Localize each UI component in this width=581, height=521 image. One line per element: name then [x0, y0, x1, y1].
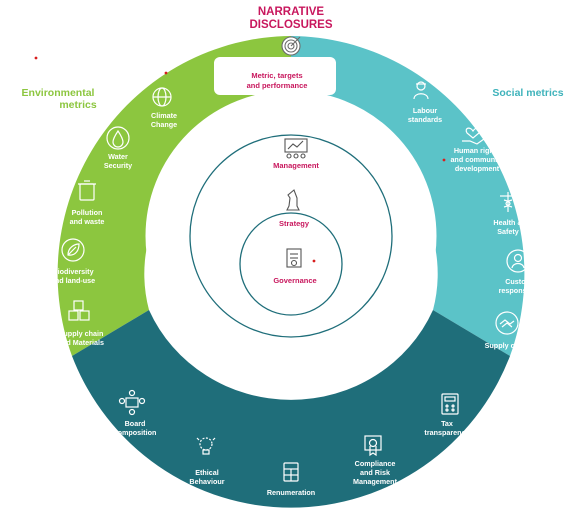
- social-item-supply-chain: Supply chain: [485, 311, 530, 350]
- gov-item-board-line2: composition: [114, 428, 157, 437]
- management-icon: [284, 138, 308, 159]
- gov-item-compliance: Compliance and Risk Management: [353, 435, 398, 486]
- env-item-biodiversity-line2: and land-use: [51, 276, 95, 285]
- social-item-customer-line2: responsibility: [499, 286, 546, 295]
- governance-segment: [72, 310, 510, 508]
- env-item-supply-chain-line2: and Materials: [58, 338, 104, 347]
- core-management-label: Management: [273, 161, 319, 170]
- metric-box-line1: Metric, targets: [251, 71, 302, 80]
- environmental-title-line2: metrics: [59, 99, 97, 111]
- gov-item-renumeration: Renumeration: [267, 462, 315, 497]
- social-item-labour-line2: standards: [408, 115, 442, 124]
- social-item-labour: Labour standards: [408, 81, 442, 124]
- tax-calculator-icon: [441, 393, 459, 415]
- accent-dot: [312, 259, 316, 263]
- env-item-pollution-line2: and waste: [70, 217, 105, 226]
- core-governance-label: Governance: [273, 276, 316, 285]
- social-item-human-rights: Human rights and community development: [450, 127, 504, 173]
- social-item-health: Health & Safety: [493, 192, 523, 236]
- chess-knight-icon: [286, 189, 300, 211]
- env-item-pollution: Pollution and waste: [70, 180, 105, 226]
- accent-dot: [442, 158, 446, 162]
- social-item-human-rights-line1: Human rights: [454, 146, 500, 155]
- header-title-line2: DISCLOSURES: [249, 19, 332, 31]
- gov-item-ethical-line1: Ethical: [195, 468, 219, 477]
- meeting-table-icon: [118, 389, 146, 416]
- env-item-climate-line1: Climate: [151, 111, 177, 120]
- gov-item-compliance-line3: Management: [353, 477, 398, 486]
- social-item-health-line1: Health &: [493, 218, 522, 227]
- strategy-ring: [189, 134, 393, 338]
- env-item-supply-chain-line1: Supply chain: [59, 329, 104, 338]
- caduceus-icon: [500, 192, 516, 212]
- customer-icon: [506, 249, 530, 273]
- lightbulb-icon: [196, 437, 216, 455]
- env-item-water-line1: Water: [108, 152, 128, 161]
- core-strategy-label: Strategy: [279, 219, 310, 228]
- social-item-human-rights-line3: development: [455, 164, 500, 173]
- social-item-human-rights-line2: and community: [450, 155, 503, 164]
- social-item-labour-line1: Labour: [413, 106, 438, 115]
- social-item-health-line2: Safety: [497, 227, 519, 236]
- handshake-icon: [495, 311, 519, 335]
- social-item-customer: Customer responsibility: [499, 249, 546, 295]
- leaf-icon: [61, 238, 85, 262]
- environmental-title-line1: Environmental: [22, 87, 95, 99]
- env-item-pollution-line1: Pollution: [72, 208, 103, 217]
- calculator-icon: [283, 462, 299, 482]
- gov-item-board-line1: Board: [125, 419, 146, 428]
- gov-item-renumeration-line1: Renumeration: [267, 488, 315, 497]
- gov-item-ethical: Ethical Behaviour: [189, 437, 225, 486]
- env-item-water-line2: Security: [104, 161, 132, 170]
- globe-icon: [152, 87, 172, 107]
- gov-item-compliance-line1: Compliance: [355, 459, 396, 468]
- social-item-customer-line1: Customer: [505, 277, 539, 286]
- env-item-climate-line2: Change: [151, 120, 177, 129]
- env-item-biodiversity-line1: Biodiversity: [52, 267, 93, 276]
- hand-heart-icon: [462, 127, 485, 145]
- header-title-line1: NARRATIVE: [258, 6, 325, 18]
- gov-item-ethical-line2: Behaviour: [189, 477, 224, 486]
- gov-item-tax-line1: Tax: [441, 419, 453, 428]
- social-title: Social metrics: [492, 87, 563, 99]
- gov-item-board: Board composition: [114, 389, 157, 437]
- metric-box-line2: and performance: [247, 81, 308, 90]
- governance-ring: [239, 212, 343, 316]
- gov-item-compliance-line2: and Risk: [360, 468, 390, 477]
- boxes-icon: [68, 300, 90, 321]
- accent-dot: [164, 71, 168, 75]
- env-item-biodiversity: Biodiversity and land-use: [51, 238, 95, 285]
- target-icon: [281, 36, 301, 56]
- env-item-supply-chain: Supply chain and Materials: [58, 300, 104, 347]
- certificate-icon: [364, 435, 382, 457]
- gov-item-tax: Tax transparency: [424, 393, 470, 437]
- water-drop-icon: [106, 126, 130, 150]
- gov-item-tax-line2: transparency: [424, 428, 469, 437]
- social-item-supply-chain-line1: Supply chain: [485, 341, 530, 350]
- metric-box: [214, 57, 336, 95]
- env-item-climate: Climate Change: [151, 87, 177, 129]
- env-item-water: Water Security: [104, 126, 132, 170]
- accent-dot: [34, 56, 38, 60]
- worker-icon: [413, 81, 429, 100]
- governance-document-icon: [286, 248, 302, 268]
- recycle-bin-icon: [78, 180, 96, 201]
